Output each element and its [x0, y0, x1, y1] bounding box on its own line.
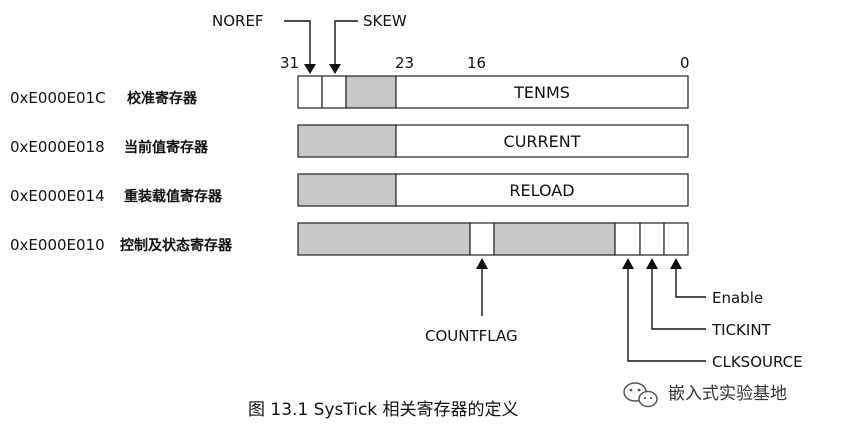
tickint-bit-cell [639, 222, 665, 256]
skew-bit-cell [321, 75, 347, 109]
bit-31-label: 31 [280, 54, 299, 72]
reload-field-cell [395, 173, 689, 207]
bit-16-label: 16 [467, 54, 486, 72]
tenms-field-label: TENMS [513, 83, 570, 102]
enable-bit-cell [663, 222, 689, 256]
clksource-bit-cell [614, 222, 641, 256]
register-ctrl: 0xE000E010 控制及状态寄存器 [10, 222, 689, 256]
register-reload-address: 0xE000E014 [10, 187, 105, 205]
watermark-text: 嵌入式实验基地 [668, 384, 787, 404]
register-reload-name: 重装载值寄存器 [124, 188, 223, 205]
countflag-arrow [476, 258, 488, 316]
noref-arrow [284, 20, 316, 74]
skew-arrow [329, 20, 358, 74]
register-current-name: 当前值寄存器 [124, 139, 209, 156]
register-reload: 0xE000E014 重装载值寄存器 RELOAD [10, 173, 689, 207]
reserved-cell [297, 124, 397, 158]
clksource-label: CLKSOURCE [712, 353, 803, 371]
bit-0-label: 0 [680, 54, 690, 72]
bit-23-label: 23 [395, 54, 414, 72]
reserved-cell [345, 75, 397, 109]
reserved-cell [297, 222, 471, 256]
reload-field-label: RELOAD [509, 181, 574, 200]
register-calib: 0xE000E01C 校准寄存器 TENMS [10, 75, 689, 109]
clksource-arrow [622, 258, 706, 362]
noref-label: NOREF [212, 12, 264, 30]
enable-label: Enable [712, 289, 763, 307]
register-calib-name: 校准寄存器 [127, 90, 198, 107]
reserved-cell [297, 173, 397, 207]
register-current-address: 0xE000E018 [10, 138, 105, 156]
reserved-cell [493, 222, 616, 256]
register-calib-address: 0xE000E01C [10, 89, 106, 107]
figure-caption: 图 13.1 SysTick 相关寄存器的定义 [248, 400, 519, 420]
current-field-cell [395, 124, 689, 158]
register-ctrl-name: 控制及状态寄存器 [120, 237, 233, 254]
tickint-label: TICKINT [711, 321, 772, 339]
register-current: 0xE000E018 当前值寄存器 CURRENT [10, 124, 689, 158]
tenms-field-cell [395, 75, 689, 109]
skew-label: SKEW [363, 12, 407, 30]
tickint-arrow [646, 258, 706, 330]
countflag-bit-cell [469, 222, 495, 256]
wechat-logo-icon [623, 382, 658, 408]
noref-bit-cell [297, 75, 323, 109]
register-ctrl-address: 0xE000E010 [10, 236, 105, 254]
enable-arrow [670, 258, 706, 298]
current-field-label: CURRENT [504, 132, 581, 151]
countflag-label: COUNTFLAG [425, 327, 518, 345]
